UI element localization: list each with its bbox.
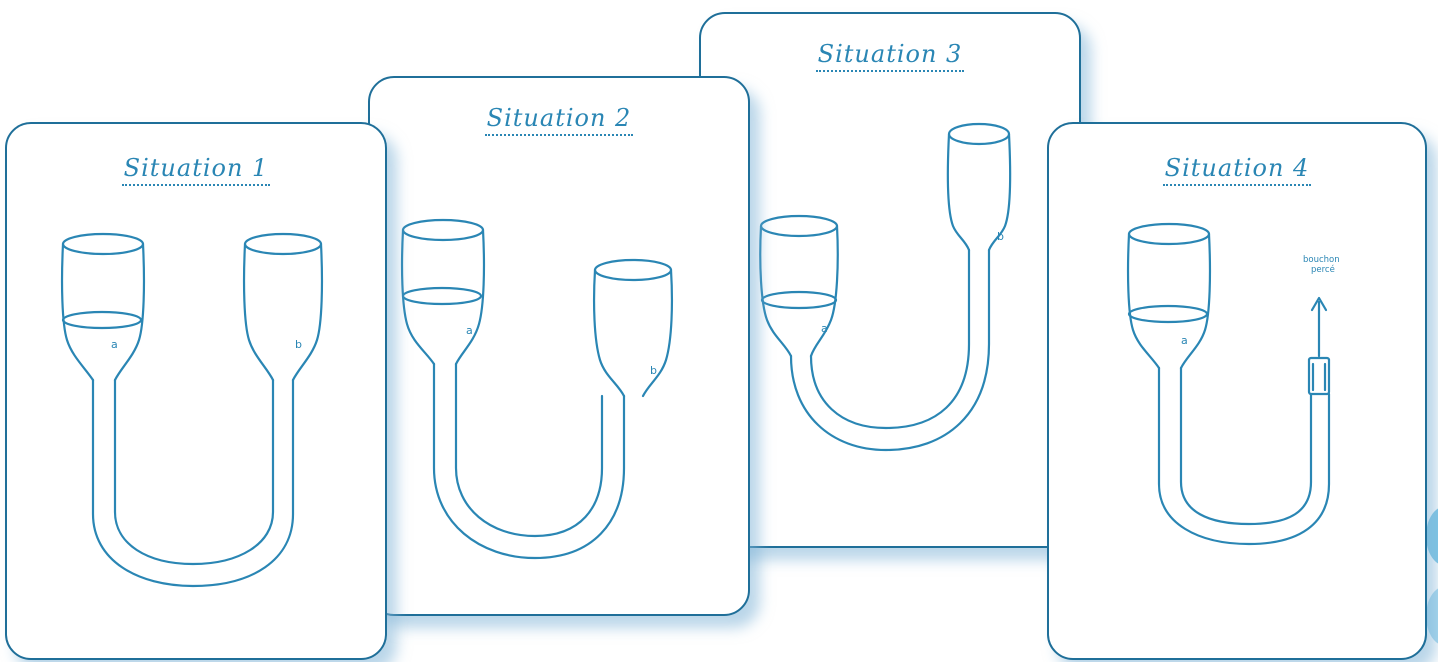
- pierced-cap-label: percé: [1311, 264, 1335, 275]
- situation-2-title: Situation 2: [370, 104, 748, 136]
- decorative-circle: [1426, 506, 1438, 566]
- point-a-label: a: [821, 322, 828, 335]
- situation-4-card: Situation 4 bouchon percé a: [1047, 122, 1427, 660]
- point-a-label: a: [466, 324, 473, 337]
- situation-1-title: Situation 1: [7, 154, 385, 186]
- situation-3-card: Situation 3 a b: [699, 12, 1081, 548]
- point-b-label: b: [650, 364, 657, 377]
- u-tube-vessel: bouchon percé a: [1126, 222, 1340, 546]
- point-b-label: b: [997, 230, 1004, 243]
- situation-3-title: Situation 3: [701, 40, 1079, 72]
- u-tube-vessel: a b: [759, 122, 1012, 452]
- pierced-cap-label: bouchon: [1303, 255, 1340, 265]
- u-tube-vessel: a b: [400, 218, 674, 560]
- situation-1-card: Situation 1 a b: [5, 122, 387, 660]
- u-tube-vessel: a b: [60, 232, 324, 588]
- point-a-label: a: [111, 338, 118, 351]
- point-a-label: a: [1181, 334, 1188, 347]
- situation-4-title: Situation 4: [1049, 154, 1425, 186]
- situation-2-card: Situation 2 a b: [368, 76, 750, 616]
- point-b-label: b: [295, 338, 302, 351]
- decorative-circle: [1426, 586, 1438, 646]
